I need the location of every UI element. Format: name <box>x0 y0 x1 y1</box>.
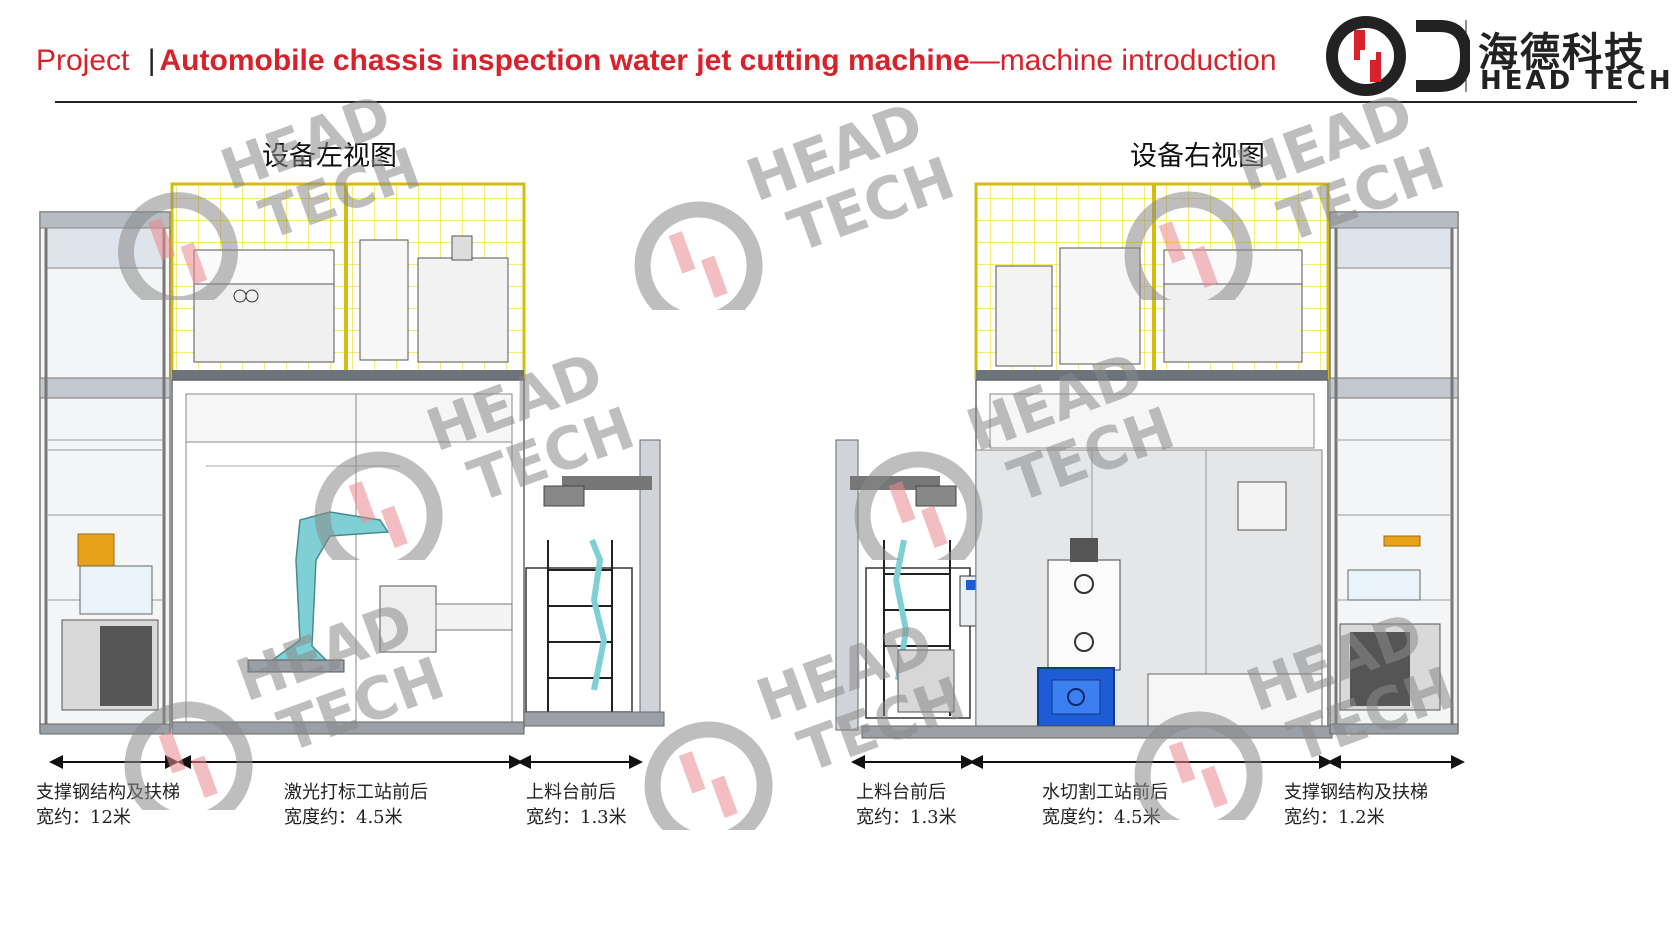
left-caption-loading-table: 上料台前后 宽约：1.3米 <box>526 780 627 830</box>
left-loading-table <box>523 439 665 727</box>
caption-name: 水切割工站前后 <box>1042 782 1168 803</box>
left-laser-station <box>171 379 525 735</box>
right-waterjet-station <box>861 379 1333 739</box>
caption-width: 宽约：1.3米 <box>526 807 627 828</box>
right-caption-loading-table: 上料台前后 宽约：1.3米 <box>856 780 957 830</box>
caption-name: 激光打标工站前后 <box>284 782 428 803</box>
caption-name: 支撑钢结构及扶梯 <box>1284 782 1428 803</box>
left-caption-laser-station: 激光打标工站前后 宽度约：4.5米 <box>284 780 428 830</box>
right-view-drawing <box>835 182 1465 769</box>
caption-width: 宽度约：4.5米 <box>284 807 403 828</box>
caption-name: 支撑钢结构及扶梯 <box>36 782 180 803</box>
header-divider <box>55 101 1637 103</box>
right-caption-support: 支撑钢结构及扶梯 宽约：1.2米 <box>1284 780 1428 830</box>
left-caption-support: 支撑钢结构及扶梯 宽约：12米 <box>36 780 180 830</box>
title-dash: — <box>969 44 1000 77</box>
header: Project |Automobile chassis inspection w… <box>0 0 1678 110</box>
caption-name: 上料台前后 <box>856 782 946 803</box>
brand-name-english: HEAD TECH <box>1480 66 1674 96</box>
caption-width: 宽约：1.2米 <box>1284 807 1385 828</box>
left-view-title: 设备左视图 <box>262 141 397 172</box>
project-label: Project <box>36 44 130 77</box>
right-support-structure <box>1329 211 1459 735</box>
title-main: Automobile chassis inspection water jet … <box>159 44 970 77</box>
title-subtitle: machine introduction <box>999 44 1277 77</box>
right-loading-table <box>835 439 995 731</box>
right-top-guard-cell <box>974 182 1330 380</box>
left-view-drawing <box>39 182 665 769</box>
right-caption-waterjet-station: 水切割工站前后 宽度约：4.5米 <box>1042 780 1168 830</box>
brand-name-chinese: 海德科技 <box>1478 30 1646 76</box>
left-support-structure <box>39 211 171 735</box>
right-view-title: 设备右视图 <box>1130 141 1265 172</box>
caption-name: 上料台前后 <box>526 782 616 803</box>
page-title: Project |Automobile chassis inspection w… <box>36 44 1277 78</box>
caption-width: 宽约：12米 <box>36 807 131 828</box>
caption-width: 宽约：1.3米 <box>856 807 957 828</box>
title-separator: | <box>147 44 156 77</box>
caption-width: 宽度约：4.5米 <box>1042 807 1161 828</box>
head-tech-logo <box>1326 16 1470 96</box>
left-top-guard-cell <box>170 182 526 380</box>
